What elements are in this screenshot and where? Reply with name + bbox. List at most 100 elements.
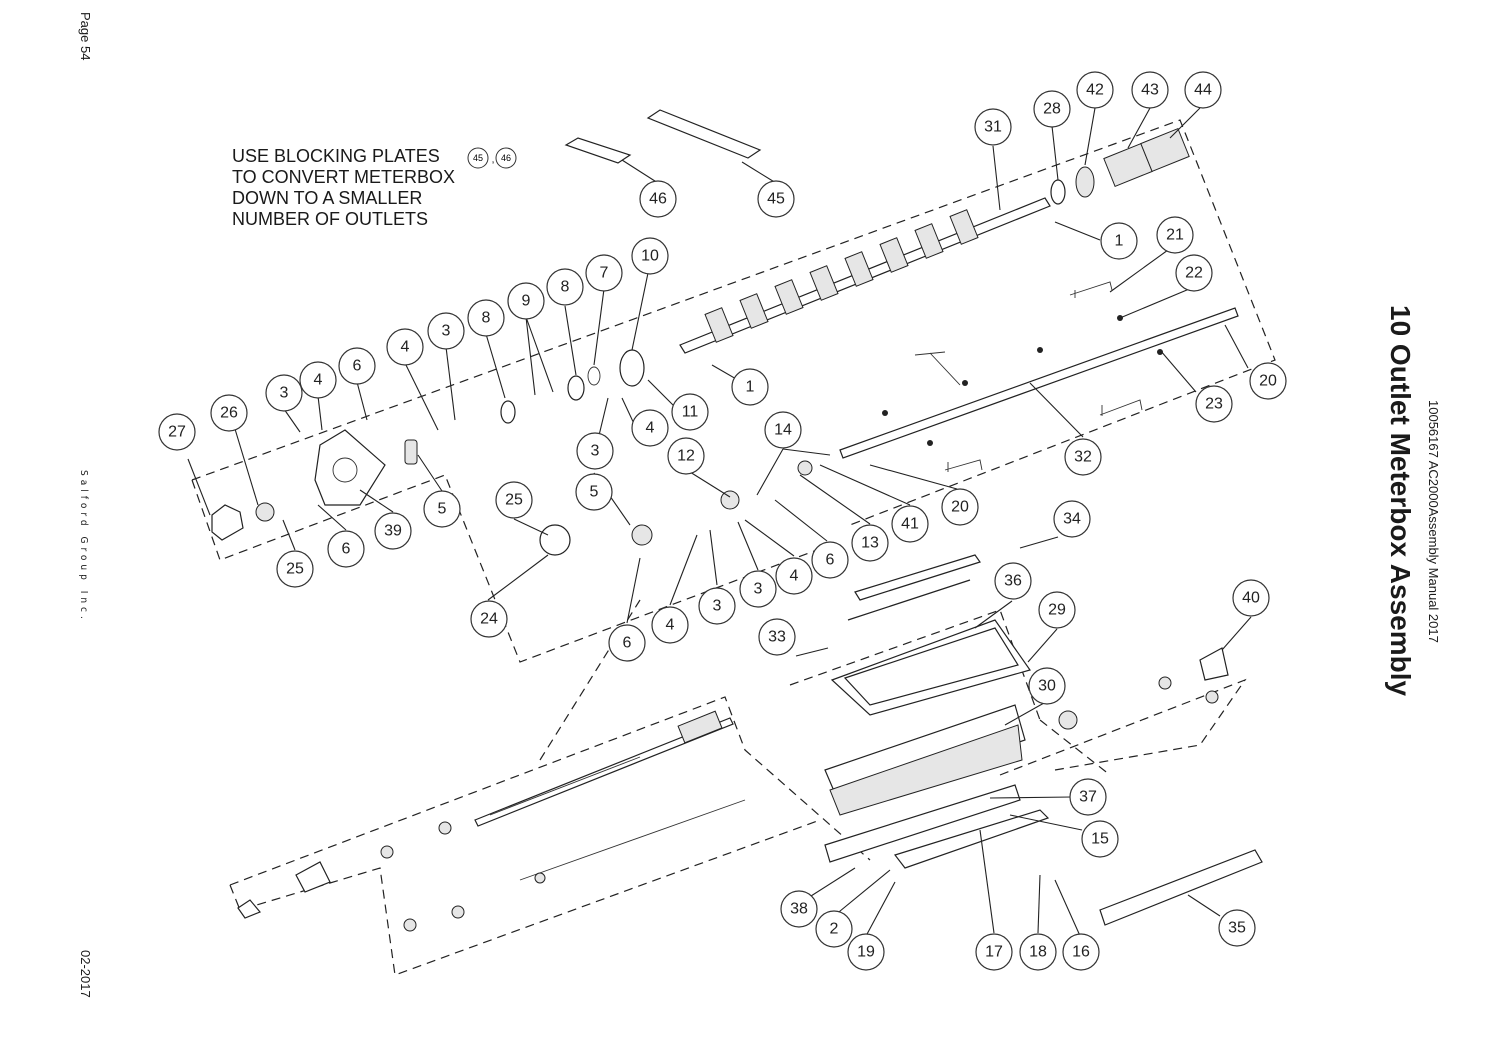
callout-6b: 6 — [327, 530, 365, 568]
callout-15: 15 — [1081, 820, 1119, 858]
callout-4a: 4 — [299, 361, 337, 399]
callout-20a: 20 — [1249, 362, 1287, 400]
svg-text:24: 24 — [480, 611, 498, 628]
callout-4c: 4 — [631, 409, 669, 447]
svg-text:10: 10 — [641, 248, 659, 265]
svg-text:21: 21 — [1166, 227, 1184, 244]
callout-7: 7 — [585, 254, 623, 292]
svg-text:46: 46 — [649, 191, 667, 208]
svg-text:30: 30 — [1038, 678, 1056, 695]
main-shaft — [679, 127, 1190, 354]
svg-text:36: 36 — [1004, 573, 1022, 590]
note-line: NUMBER OF OUTLETS — [232, 209, 429, 229]
callout-9: 9 — [507, 282, 545, 320]
svg-text:6: 6 — [353, 358, 362, 375]
svg-text:39: 39 — [384, 523, 402, 540]
svg-text:5: 5 — [590, 484, 599, 501]
callout-16: 16 — [1062, 933, 1100, 971]
callout-6a: 6 — [338, 347, 376, 385]
svg-text:16: 16 — [1072, 944, 1090, 961]
svg-text:4: 4 — [314, 372, 323, 389]
callout-33: 33 — [758, 618, 796, 656]
svg-text:9: 9 — [522, 293, 531, 310]
svg-text:6: 6 — [623, 635, 632, 652]
callout-22: 22 — [1175, 254, 1213, 292]
svg-text:7: 7 — [600, 265, 609, 282]
svg-text:4: 4 — [790, 568, 799, 585]
svg-text:44: 44 — [1194, 82, 1212, 99]
svg-text:19: 19 — [857, 944, 875, 961]
callout-35: 35 — [1218, 909, 1256, 947]
svg-text:38: 38 — [790, 901, 808, 918]
svg-text:43: 43 — [1141, 82, 1159, 99]
blocking-plates-note: USE BLOCKING PLATES TO CONVERT METERBOX … — [232, 146, 455, 230]
callout-25a: 25 — [495, 481, 533, 519]
callout-39: 39 — [374, 512, 412, 550]
callout-1a: 1 — [1100, 222, 1138, 260]
svg-text:6: 6 — [826, 552, 835, 569]
svg-text:26: 26 — [220, 405, 238, 422]
callout-24: 24 — [470, 600, 508, 638]
svg-text:25: 25 — [505, 492, 523, 509]
svg-text:3: 3 — [713, 598, 722, 615]
agitator-rod — [839, 281, 1239, 472]
callout-30: 30 — [1028, 667, 1066, 705]
svg-text:45: 45 — [473, 153, 483, 163]
svg-text:15: 15 — [1091, 831, 1109, 848]
callout-37: 37 — [1069, 778, 1107, 816]
page-number: Page 54 — [78, 12, 93, 61]
callout-25b: 25 — [276, 550, 314, 588]
revision-date: 02-2017 — [78, 950, 93, 998]
callout-1b: 1 — [731, 368, 769, 406]
callout-29: 29 — [1038, 591, 1076, 629]
svg-text:28: 28 — [1043, 101, 1061, 118]
svg-text:29: 29 — [1048, 602, 1066, 619]
company-name: Salford Group Inc. — [78, 470, 89, 623]
callout-3d: 3 — [698, 587, 736, 625]
callout-13: 13 — [851, 524, 889, 562]
callout-26: 26 — [210, 394, 248, 432]
callout-38: 38 — [780, 890, 818, 928]
svg-text:4: 4 — [666, 617, 675, 634]
callout-5b: 5 — [575, 473, 613, 511]
callout-3b: 3 — [427, 312, 465, 350]
svg-text:20: 20 — [951, 499, 969, 516]
callout-21: 21 — [1156, 216, 1194, 254]
svg-text:25: 25 — [286, 561, 304, 578]
leader-lines — [187, 107, 1252, 939]
svg-text:11: 11 — [682, 404, 699, 421]
svg-text:40: 40 — [1242, 590, 1260, 607]
callout-46: 46 — [639, 180, 677, 218]
svg-text:27: 27 — [168, 424, 186, 441]
blocking-plates — [564, 109, 762, 164]
svg-text:23: 23 — [1205, 396, 1223, 413]
svg-text:,: , — [492, 155, 495, 166]
callout-43: 43 — [1131, 71, 1169, 109]
svg-text:18: 18 — [1029, 944, 1047, 961]
callout-20b: 20 — [941, 488, 979, 526]
svg-text:4: 4 — [401, 339, 410, 356]
svg-text:4: 4 — [646, 420, 655, 437]
callout-4b: 4 — [386, 328, 424, 366]
callout-12: 12 — [667, 437, 705, 475]
callout-42: 42 — [1076, 71, 1114, 109]
svg-text:1: 1 — [1115, 233, 1124, 250]
svg-text:41: 41 — [901, 516, 919, 533]
svg-text:3: 3 — [442, 323, 451, 340]
callout-14: 14 — [764, 411, 802, 449]
meterbox-body — [824, 554, 1263, 926]
note-line: USE BLOCKING PLATES — [232, 146, 440, 166]
callout-27: 27 — [158, 413, 196, 451]
svg-text:12: 12 — [677, 448, 695, 465]
svg-text:8: 8 — [482, 310, 491, 327]
callout-19: 19 — [847, 933, 885, 971]
note-line: TO CONVERT METERBOX — [232, 167, 456, 187]
svg-text:3: 3 — [754, 581, 763, 598]
callout-5a: 5 — [423, 490, 461, 528]
note-line: DOWN TO A SMALLER — [232, 188, 423, 208]
callout-11: 11 — [671, 393, 709, 431]
svg-text:2: 2 — [830, 921, 839, 938]
svg-text:6: 6 — [342, 541, 351, 558]
svg-text:42: 42 — [1086, 82, 1104, 99]
